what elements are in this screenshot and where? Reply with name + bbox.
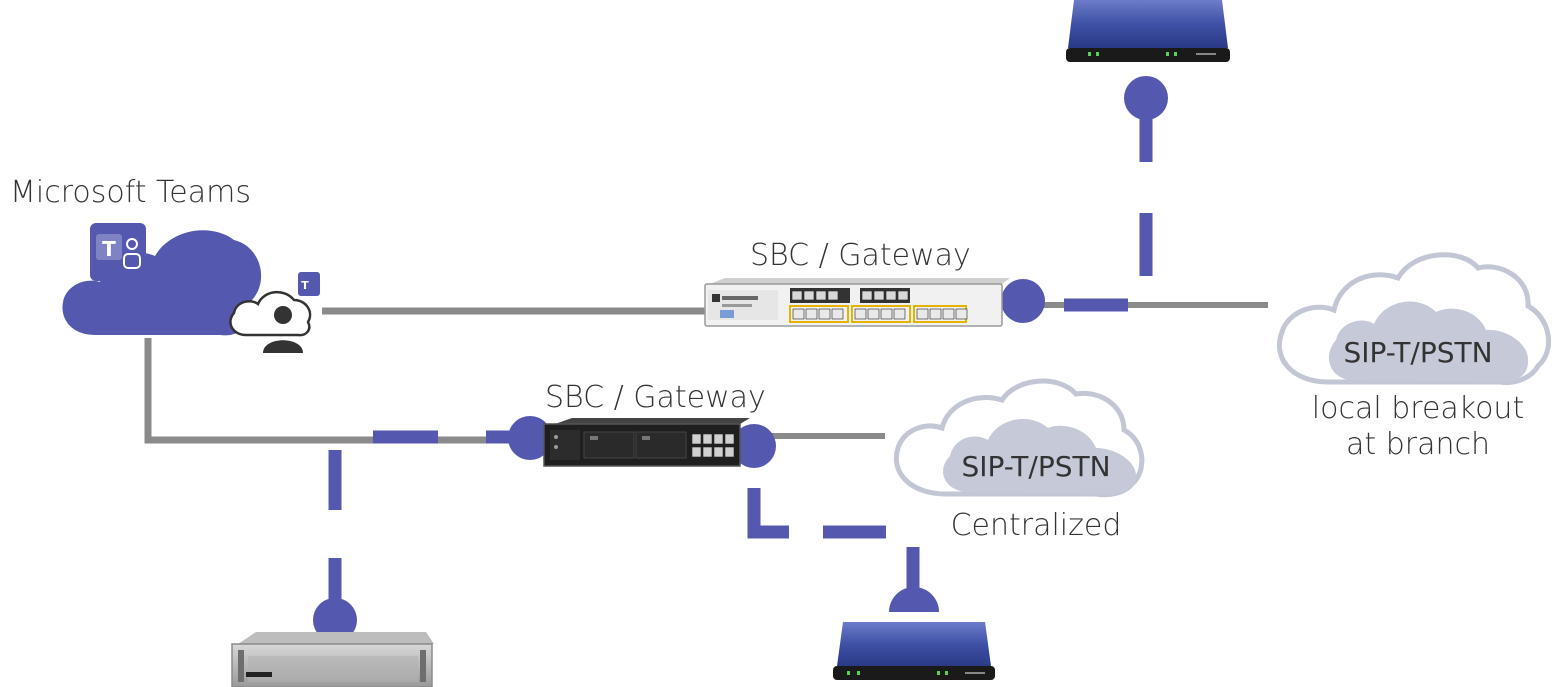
sbc-gateway-rack-device	[543, 418, 750, 467]
ethernet-port	[827, 290, 839, 301]
node-dot	[1001, 279, 1045, 323]
node-dot	[508, 416, 552, 460]
ethernet-port	[818, 308, 831, 320]
cloud-center-caption: Centralized	[951, 508, 1122, 543]
cloud-right-caption-line2: at branch	[1346, 427, 1490, 462]
ethernet-port	[873, 290, 885, 301]
teams-logo-letter: T	[102, 237, 116, 261]
ethernet-ports	[791, 290, 968, 320]
ethernet-port	[724, 446, 735, 458]
sbc-top-label: SBC / Gateway	[750, 238, 971, 273]
ethernet-port	[792, 308, 805, 320]
ethernet-port	[815, 290, 827, 301]
teams-mini-badge	[298, 272, 320, 296]
ethernet-port	[791, 290, 803, 301]
ethernet-port	[897, 290, 909, 301]
sbc-bottom-label: SBC / Gateway	[545, 380, 766, 415]
ethernet-port	[805, 308, 818, 320]
media-gateway-device-top	[1066, 0, 1230, 62]
link-teams-to-sbc-bottom	[144, 338, 520, 444]
ethernet-port	[955, 308, 968, 320]
ethernet-port	[713, 433, 724, 445]
ethernet-port	[691, 446, 702, 458]
server-appliance-device	[231, 632, 434, 687]
node-dot	[1124, 76, 1168, 120]
ethernet-port	[691, 433, 702, 445]
user-body	[263, 340, 303, 353]
ethernet-ports	[691, 433, 735, 458]
cloud-right-label: SIP-T/PSTN	[1343, 336, 1492, 369]
teams-user-cloud-icon: T	[229, 272, 320, 353]
cloud-center-label: SIP-T/PSTN	[961, 450, 1110, 483]
pstn-cloud-center	[893, 378, 1145, 498]
ethernet-port	[929, 308, 942, 320]
node-dot	[313, 598, 357, 642]
dash-segment-corner	[747, 488, 789, 539]
cloud-right-caption-line1: local breakout	[1312, 391, 1524, 426]
ethernet-port	[713, 446, 724, 458]
ethernet-port	[867, 308, 880, 320]
ethernet-port	[942, 308, 955, 320]
ethernet-port	[893, 308, 906, 320]
node-dot	[732, 424, 776, 468]
node-dot-half	[889, 587, 939, 612]
media-gateway-device-bottom	[833, 622, 995, 680]
ethernet-port	[803, 290, 815, 301]
ethernet-port	[880, 308, 893, 320]
ethernet-port	[861, 290, 873, 301]
ethernet-port	[885, 290, 897, 301]
ethernet-port	[854, 308, 867, 320]
ethernet-port	[702, 433, 713, 445]
ethernet-port	[724, 433, 735, 445]
teams-label: Microsoft Teams	[10, 175, 251, 210]
teams-cloud-icon: T	[62, 223, 262, 336]
ethernet-port	[702, 446, 713, 458]
teams-mini-letter: T	[301, 279, 309, 292]
user-head	[274, 306, 292, 324]
sbc-gateway-1u-device	[704, 278, 1010, 327]
ethernet-port	[831, 308, 844, 320]
connection-nodes	[313, 76, 1168, 642]
pstn-cloud-right	[1276, 252, 1552, 385]
ethernet-port	[916, 308, 929, 320]
teams-logo-badge	[90, 223, 146, 281]
